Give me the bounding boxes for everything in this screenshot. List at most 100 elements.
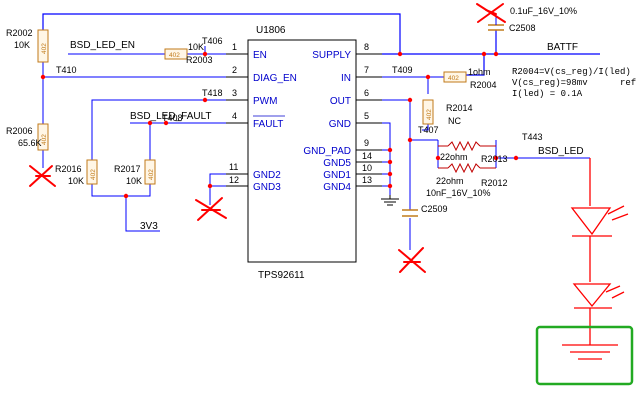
r2004-value: 1ohm xyxy=(468,67,491,77)
ground-symbol-main xyxy=(381,195,399,206)
r2017-package: 402 xyxy=(148,169,155,180)
c2509-value: 10nF_16V_10% xyxy=(426,188,491,198)
pin-name-gnd2: GND2 xyxy=(253,170,281,181)
pin-name-en: EN xyxy=(253,50,267,61)
r2016-ref: R2016 xyxy=(55,164,82,174)
r2002-value: 10K xyxy=(14,40,30,50)
highlight-box xyxy=(535,325,634,386)
net-label-3v3: 3V3 xyxy=(140,221,158,232)
pin-name-gnd3: GND3 xyxy=(253,182,281,193)
note-line-3: I(led) = 0.1A xyxy=(512,89,583,99)
r2016-package: 402 xyxy=(90,169,97,180)
c2508-value: 0.1uF_16V_10% xyxy=(510,6,577,16)
tp-t406: T406 xyxy=(202,36,223,46)
tp-t418: T418 xyxy=(202,88,223,98)
junction-dots xyxy=(40,51,519,199)
net-label-bsd-led-fault: BSD_LED_FAULT xyxy=(130,111,212,122)
tp-t408: T408 xyxy=(162,113,183,123)
tp-t443: T443 xyxy=(522,132,543,142)
chip-body xyxy=(247,39,357,263)
r2014-package: 402 xyxy=(426,109,433,120)
net-label-battf: BATTF xyxy=(547,42,578,53)
pin-num-4: 4 xyxy=(232,111,237,121)
r2012-value: 22ohm xyxy=(436,176,464,186)
r2014-value: NC xyxy=(448,116,461,126)
r2013-zigzag xyxy=(438,140,496,152)
r2014-ref: R2014 xyxy=(446,103,473,113)
net-label-bsd-led-en: BSD_LED_EN xyxy=(70,40,135,51)
r2003-package: 402 xyxy=(169,52,180,59)
pin-name-fault: FAULT xyxy=(253,119,283,130)
pin-name-supply: SUPPLY xyxy=(312,50,351,61)
pin-num-9: 9 xyxy=(364,138,369,148)
note-line-1: R2004=V(cs_reg)/I(led) xyxy=(512,67,631,77)
pin-name-gnd-pad: GND_PAD xyxy=(303,146,351,157)
r2006-package: 402 xyxy=(41,134,48,145)
r2004-package: 402 xyxy=(448,75,459,82)
pin-num-13: 13 xyxy=(362,175,372,185)
wire-out xyxy=(382,99,411,210)
chip-part-number: TPS92611 xyxy=(258,270,305,281)
pin-num-2: 2 xyxy=(232,65,237,75)
wire-gnd-rail xyxy=(382,122,391,195)
c2509-ref: C2509 xyxy=(421,204,448,214)
crossout-c2508 xyxy=(476,3,506,23)
tp-t409: T409 xyxy=(392,65,413,75)
r2003-value: 10K xyxy=(188,42,204,52)
crossout-gnd2 xyxy=(195,197,227,221)
wire-3v3 xyxy=(125,196,160,232)
pin-name-gnd5: GND5 xyxy=(323,158,351,169)
pin-name-out: OUT xyxy=(330,96,351,107)
r2002-body xyxy=(37,29,49,63)
pin-num-11: 11 xyxy=(229,162,238,172)
pin-name-gnd4: GND4 xyxy=(323,182,351,193)
led-chain xyxy=(562,158,629,360)
pin-num-7: 7 xyxy=(364,65,369,75)
pin-num-14: 14 xyxy=(362,151,372,161)
pin-num-6: 6 xyxy=(364,88,369,98)
r2012-zigzag xyxy=(438,162,496,174)
r2002-ref: R2002 xyxy=(6,28,33,38)
pin-name-in: IN xyxy=(341,73,351,84)
pin-name-gnd: GND xyxy=(329,119,351,130)
r2014-body xyxy=(422,99,434,125)
pin-name-pwm: PWM xyxy=(253,96,277,107)
pin-num-10: 10 xyxy=(362,163,372,173)
wire-pullup-bus xyxy=(91,184,151,197)
r2002-package: 402 xyxy=(41,43,48,54)
tp-t410: T410 xyxy=(56,65,77,75)
pin-name-diag-en: DIAG_EN xyxy=(253,73,297,84)
r2013-value: 22ohm xyxy=(440,152,468,162)
r2017-ref: R2017 xyxy=(114,164,141,174)
r2016-value: 10K xyxy=(68,176,84,186)
r2017-value: 10K xyxy=(126,176,142,186)
pin-num-5: 5 xyxy=(364,111,369,121)
r2006-value: 65.6K xyxy=(18,138,42,148)
r2016-body xyxy=(86,159,98,185)
note-line-4: ref xyxy=(620,78,636,88)
tp-t407: T407 xyxy=(418,125,439,135)
pin-num-12: 12 xyxy=(229,175,239,185)
pin-num-1: 1 xyxy=(232,42,237,52)
wire-r2002-top xyxy=(42,13,401,54)
crossout-r2006-ground xyxy=(29,165,56,187)
r2006-body xyxy=(37,123,49,151)
r2004-body xyxy=(443,71,467,83)
c2508-ref: C2508 xyxy=(509,23,536,33)
r2013-ref: R2013 xyxy=(481,154,508,164)
c2509-symbol xyxy=(402,209,418,217)
r2006-ref: R2006 xyxy=(6,126,33,136)
note-line-2: V(cs_reg)=98mv xyxy=(512,78,588,88)
wire-r2004-top xyxy=(466,54,485,76)
pin-num-8: 8 xyxy=(364,42,369,52)
wire-pwm xyxy=(91,99,226,162)
pin-num-3: 3 xyxy=(232,88,237,98)
r2017-body xyxy=(144,159,156,185)
pin-name-gnd1: GND1 xyxy=(323,170,351,181)
r2012-ref: R2012 xyxy=(481,178,508,188)
r2003-body xyxy=(164,48,188,60)
wire-r2014-bot xyxy=(422,124,429,131)
wires xyxy=(42,13,600,250)
